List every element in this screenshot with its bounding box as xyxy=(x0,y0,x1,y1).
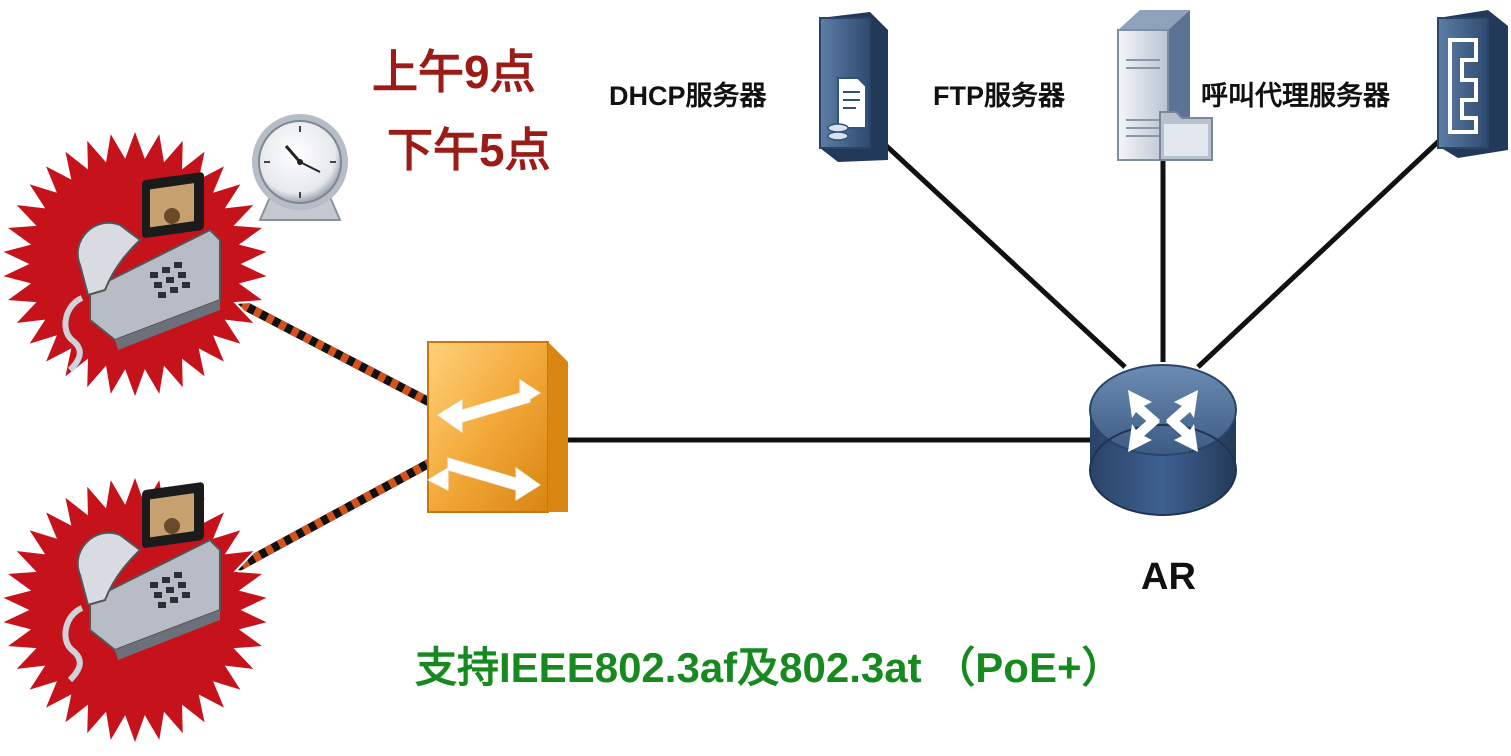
poe-support-caption: 支持IEEE802.3af及802.3at （PoE+） xyxy=(415,644,1124,691)
ftp-server[interactable] xyxy=(1117,10,1213,161)
schedule-start-label: 上午9点 xyxy=(372,46,536,98)
document-icon xyxy=(827,77,867,141)
ftp-server-label: FTP服务器 xyxy=(933,81,1065,111)
switch-arrows-icon xyxy=(426,379,541,501)
alarm-clock-icon xyxy=(252,114,348,221)
phone-icon xyxy=(62,172,221,373)
poe-cable-phone-1 xyxy=(202,281,438,409)
poe-switch[interactable] xyxy=(426,341,568,513)
router-arrows-icon xyxy=(1128,390,1198,452)
dhcp-server[interactable] xyxy=(819,12,888,162)
router-label: AR xyxy=(1141,556,1196,598)
ip-phone-1[interactable] xyxy=(62,172,221,373)
ip-phone-2[interactable] xyxy=(62,482,221,683)
starburst-highlight-1 xyxy=(0,126,273,402)
schedule-end-label: 下午5点 xyxy=(387,124,551,176)
link-router-dhcp xyxy=(878,138,1127,369)
ar-router[interactable] xyxy=(1089,364,1237,516)
link-router-proxy xyxy=(1196,138,1442,369)
phone-icon xyxy=(62,482,221,683)
call-proxy-server[interactable] xyxy=(1437,10,1508,158)
folder-icon xyxy=(1159,111,1213,161)
call-proxy-server-label: 呼叫代理服务器 xyxy=(1201,81,1390,111)
proxy-icon xyxy=(1448,38,1478,134)
dhcp-server-label: DHCP服务器 xyxy=(609,81,767,111)
